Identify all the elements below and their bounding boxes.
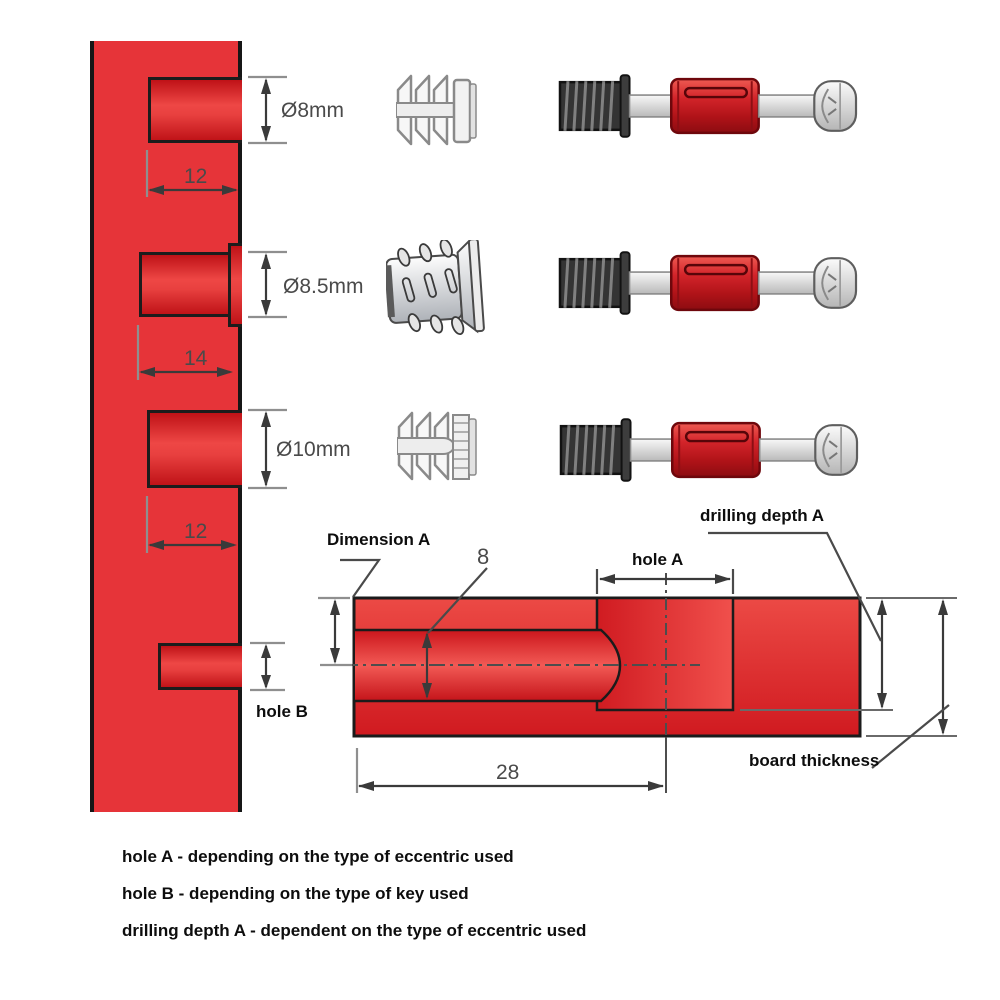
center-distance-28-label: 28 [496,761,520,784]
panel-hole-8-5mm [139,252,228,317]
diameter-label-8-5mm: Ø8.5mm [283,275,364,298]
diameter-label-10mm: Ø10mm [276,438,351,461]
panel-hole-10mm [147,410,242,488]
hole-diameter-8-label: 8 [477,544,490,569]
insert-ribbed-collar-icon [397,411,477,481]
depth-label-14: 14 [184,347,208,370]
hole-b-label: hole B [256,702,308,721]
cam-bolt-2 [558,244,858,322]
panel-hole-8mm [148,77,242,143]
panel-hole-b [158,643,242,690]
panel-hole-8-5mm-counterbore [228,243,242,327]
cam-bolt-1 [558,67,858,145]
legend-drilling-depth: drilling depth A - dependent on the type… [122,921,587,940]
hole-a-label: hole A [632,550,684,569]
dimension-a-label: Dimension A [327,530,431,549]
board-thickness-label: board thickness [749,751,880,770]
legend-hole-b: hole B - depending on the type of key us… [122,884,469,903]
insert-coarse-thread-icon [396,74,477,146]
centerlines [342,573,700,793]
depth-label-12-top: 12 [184,165,208,188]
cam-bolt-3 [559,411,859,489]
drilling-depth-a-label: drilling depth A [700,506,825,525]
depth-label-12-bottom: 12 [184,520,208,543]
insert-metal-flanged-icon [386,240,485,336]
diameter-label-8mm: Ø8mm [281,99,344,122]
legend-hole-a: hole A - depending on the type of eccent… [122,847,514,866]
board-cross-section [352,596,862,738]
